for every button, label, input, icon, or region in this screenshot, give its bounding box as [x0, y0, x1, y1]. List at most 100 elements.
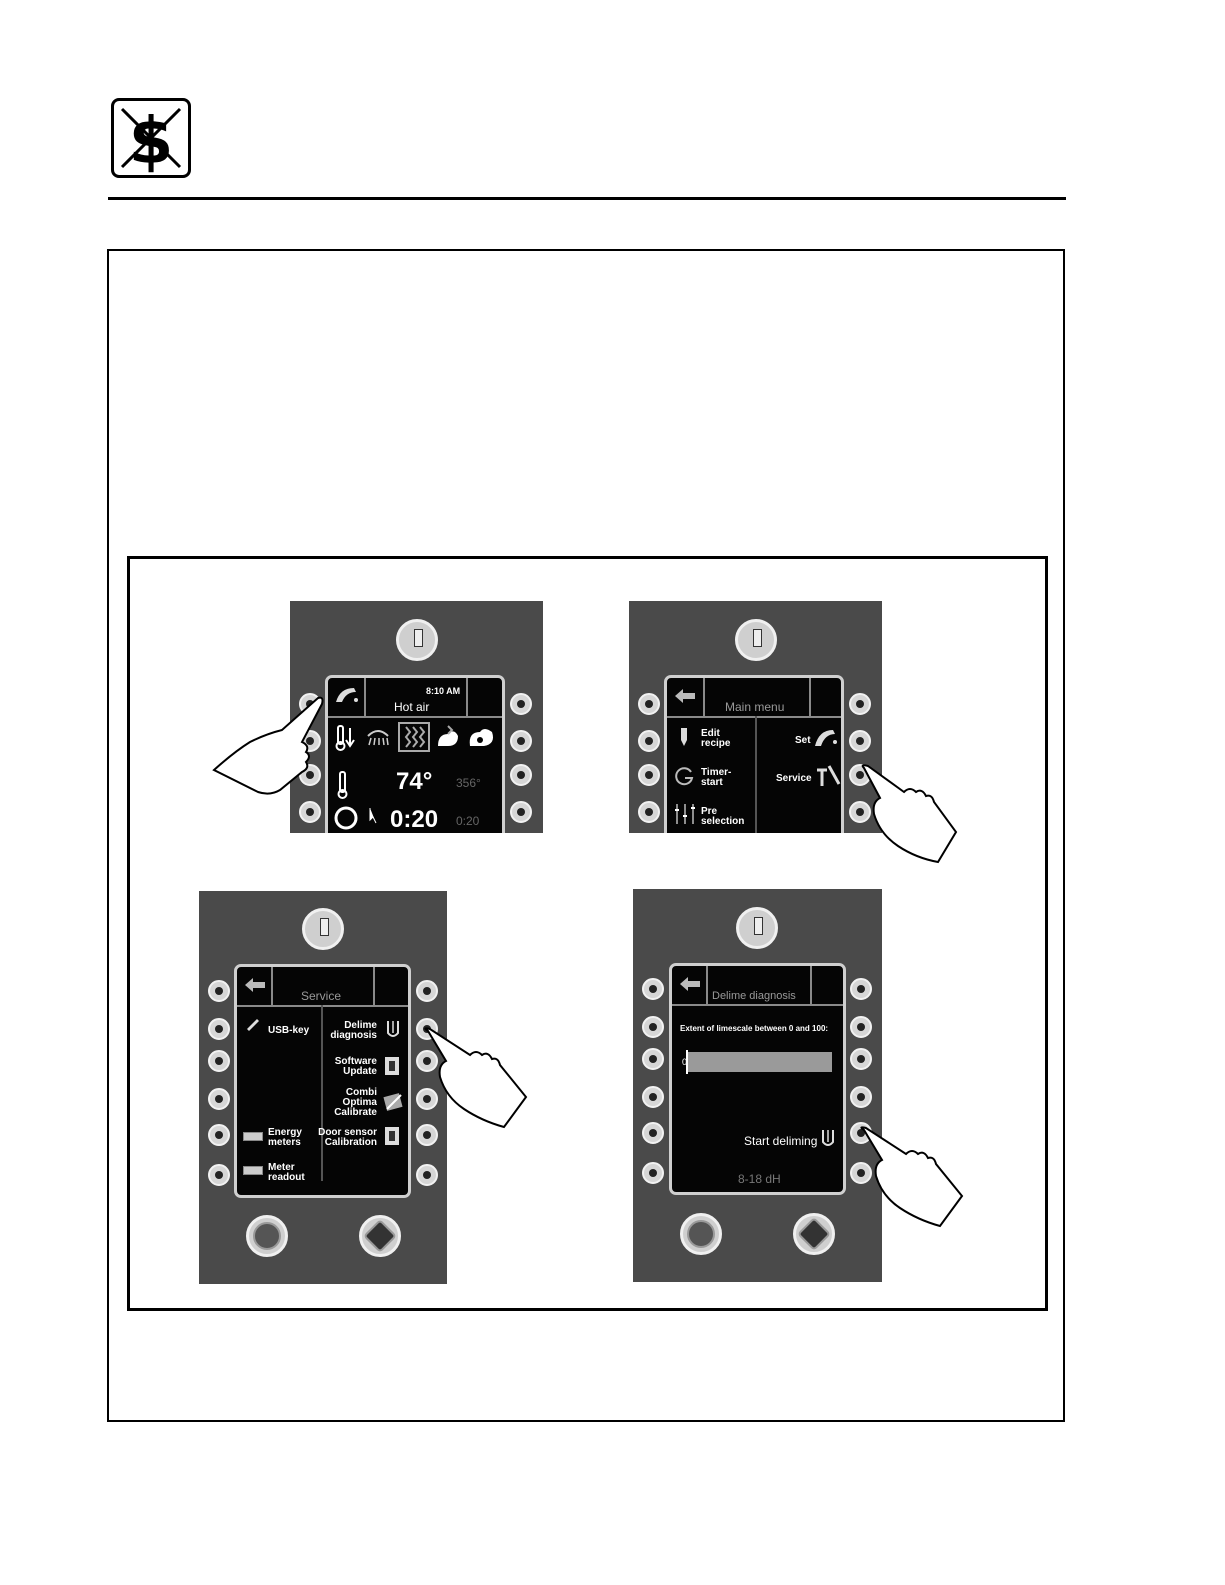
- right-key-5[interactable]: [416, 1124, 438, 1146]
- left-key-2[interactable]: [642, 1016, 664, 1038]
- timer-start-label[interactable]: Timer- start: [701, 767, 732, 788]
- oven-cleaning-icon[interactable]: [334, 684, 360, 706]
- set-cleaning-icon[interactable]: [813, 726, 839, 750]
- left-key-3[interactable]: [208, 1050, 230, 1072]
- meter-readout-label[interactable]: Meter readout: [268, 1162, 305, 1183]
- pointing-hand-icon: [860, 1126, 964, 1228]
- right-key-4[interactable]: [510, 801, 532, 823]
- steam-icon[interactable]: [366, 726, 390, 746]
- edit-recipe-label[interactable]: Edit recipe: [701, 728, 731, 749]
- core-temperature-icon[interactable]: [334, 724, 356, 752]
- right-key-3[interactable]: [416, 1050, 438, 1072]
- meter-readout-icon[interactable]: [243, 1166, 263, 1175]
- control-panel-service: Service USB-key Energy meters Meter read…: [199, 891, 447, 1284]
- left-key-4[interactable]: [638, 801, 660, 823]
- left-key-3[interactable]: [638, 764, 660, 786]
- service-tools-icon[interactable]: [813, 762, 841, 790]
- right-key-6[interactable]: [850, 1162, 872, 1184]
- delime-icon[interactable]: [820, 1128, 836, 1150]
- right-key-4[interactable]: [850, 1086, 872, 1108]
- time-value[interactable]: 0:20: [390, 806, 439, 833]
- display-screen: Main menu Edit recipe Timer- start Pre s…: [664, 675, 844, 833]
- left-key-4[interactable]: [208, 1088, 230, 1110]
- back-arrow-icon[interactable]: [245, 977, 267, 993]
- power-button[interactable]: [736, 907, 778, 949]
- right-key-2[interactable]: [510, 730, 532, 752]
- usb-key-label[interactable]: USB-key: [268, 1025, 310, 1036]
- left-key-5[interactable]: [208, 1124, 230, 1146]
- left-key-6[interactable]: [642, 1162, 664, 1184]
- pointing-hand-icon: [861, 764, 958, 864]
- right-key-1[interactable]: [416, 980, 438, 1002]
- header-rule: [108, 197, 1066, 200]
- temperature-value[interactable]: 74°: [396, 768, 433, 795]
- left-key-1[interactable]: [638, 693, 660, 715]
- display-screen: Service USB-key Energy meters Meter read…: [234, 964, 411, 1198]
- left-key-6[interactable]: [208, 1164, 230, 1186]
- screen-title: Main menu: [725, 700, 785, 714]
- door-sensor-label[interactable]: Door sensor Calibration: [318, 1127, 377, 1148]
- timer-icon[interactable]: [334, 804, 382, 832]
- energy-meters-label[interactable]: Energy meters: [268, 1127, 302, 1148]
- hot-air-icon[interactable]: [398, 722, 430, 752]
- control-panel-main-menu: Main menu Edit recipe Timer- start Pre s…: [629, 601, 882, 833]
- combi-optima-label[interactable]: Combi Optima Calibrate: [334, 1087, 377, 1118]
- screen-title: Delime diagnosis: [712, 990, 796, 1002]
- left-key-1[interactable]: [208, 980, 230, 1002]
- water-hardness-text: 8-18 dH: [738, 1172, 781, 1186]
- calibrate-icon[interactable]: [383, 1091, 405, 1113]
- left-key-1[interactable]: [642, 978, 664, 1000]
- service-label[interactable]: Service: [776, 773, 812, 784]
- left-key-5[interactable]: [642, 1122, 664, 1144]
- steam-button[interactable]: [246, 1215, 288, 1257]
- control-panel-delime-diagnosis: Delime diagnosis Extent of limescale bet…: [633, 889, 882, 1282]
- software-update-label[interactable]: Software Update: [334, 1056, 377, 1077]
- screen-header: Service: [237, 967, 408, 1007]
- back-arrow-icon[interactable]: [680, 976, 702, 992]
- cooking-mode-icon[interactable]: [466, 724, 498, 750]
- thermometer-icon[interactable]: [336, 770, 350, 800]
- timer-start-icon[interactable]: [675, 766, 695, 786]
- set-label[interactable]: Set: [795, 735, 811, 746]
- right-key-3[interactable]: [850, 1048, 872, 1070]
- right-key-1[interactable]: [510, 693, 532, 715]
- right-key-3[interactable]: [510, 764, 532, 786]
- power-button[interactable]: [396, 619, 438, 661]
- left-key-4[interactable]: [642, 1086, 664, 1108]
- limescale-bar-value: 0: [682, 1057, 688, 1067]
- left-key-2[interactable]: [638, 730, 660, 752]
- power-button[interactable]: [302, 908, 344, 950]
- energy-meters-icon[interactable]: [243, 1132, 263, 1141]
- usb-key-icon[interactable]: [245, 1015, 261, 1031]
- screen-title: Service: [301, 989, 342, 1003]
- right-key-2[interactable]: [849, 730, 871, 752]
- delime-icon[interactable]: [385, 1019, 401, 1041]
- mode-text: Hot air: [394, 700, 430, 714]
- delime-diagnosis-label[interactable]: Delime diagnosis: [330, 1020, 377, 1041]
- start-stop-button[interactable]: [359, 1215, 401, 1257]
- pointing-hand-icon: [424, 1027, 528, 1129]
- pre-selection-icon[interactable]: [673, 802, 697, 826]
- start-deliming-label[interactable]: Start deliming: [744, 1134, 818, 1148]
- start-stop-button[interactable]: [793, 1213, 835, 1255]
- power-button[interactable]: [735, 619, 777, 661]
- right-key-1[interactable]: [850, 978, 872, 1000]
- left-key-3[interactable]: [642, 1048, 664, 1070]
- right-key-1[interactable]: [849, 693, 871, 715]
- right-key-4[interactable]: [416, 1088, 438, 1110]
- edit-recipe-icon[interactable]: [675, 726, 693, 748]
- right-key-4[interactable]: [849, 801, 871, 823]
- right-key-6[interactable]: [416, 1164, 438, 1186]
- pre-selection-label[interactable]: Pre selection: [701, 806, 745, 827]
- left-key-4[interactable]: [299, 801, 321, 823]
- combi-icon[interactable]: [434, 724, 460, 750]
- steam-button[interactable]: [680, 1213, 722, 1255]
- left-key-2[interactable]: [208, 1018, 230, 1040]
- right-key-2[interactable]: [850, 1016, 872, 1038]
- display-screen: 8:10 AM Hot air 74° 356° 0:20 0:20: [325, 675, 505, 833]
- software-update-icon[interactable]: [383, 1053, 403, 1077]
- no-cost-logo: $: [111, 98, 191, 179]
- back-arrow-icon[interactable]: [675, 688, 697, 704]
- door-sensor-icon[interactable]: [383, 1123, 403, 1147]
- limescale-progress-bar: [686, 1052, 832, 1072]
